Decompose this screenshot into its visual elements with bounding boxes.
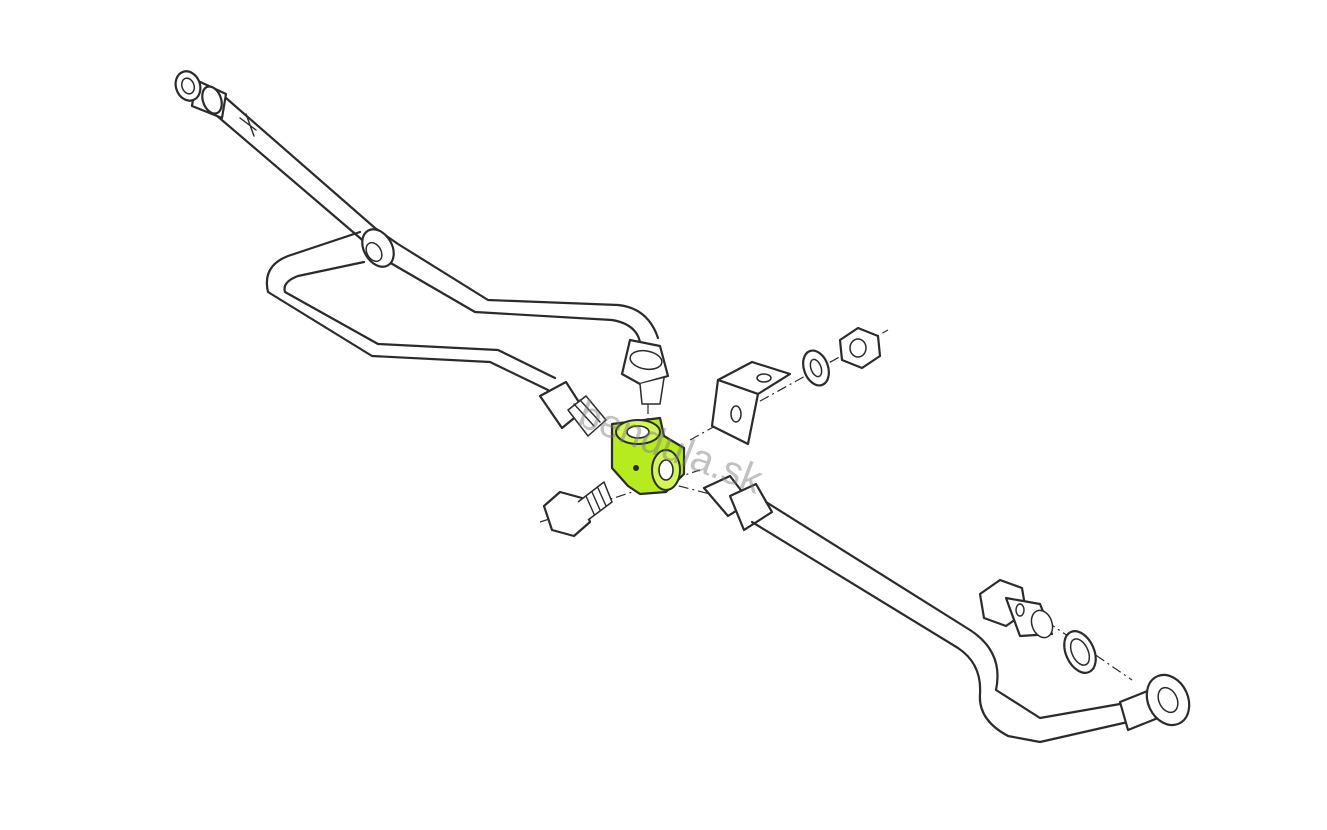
sealing-washer <box>1063 630 1097 674</box>
hex-nut <box>838 326 882 370</box>
banjo-eye <box>1118 673 1191 732</box>
upper-nipple <box>620 338 670 405</box>
lock-washer <box>802 349 830 387</box>
lower-pipe <box>750 500 1152 744</box>
return-pipe <box>265 230 557 392</box>
pipe-clamp <box>361 228 395 268</box>
angle-bracket <box>710 360 792 446</box>
left-nipple <box>538 380 607 437</box>
right-nipple <box>702 474 774 532</box>
upper-end-fitting <box>174 70 257 137</box>
tee-connector <box>610 416 686 496</box>
hex-bolt <box>542 481 613 538</box>
upper-pipe <box>214 96 660 344</box>
banjo-bolt <box>978 578 1054 639</box>
